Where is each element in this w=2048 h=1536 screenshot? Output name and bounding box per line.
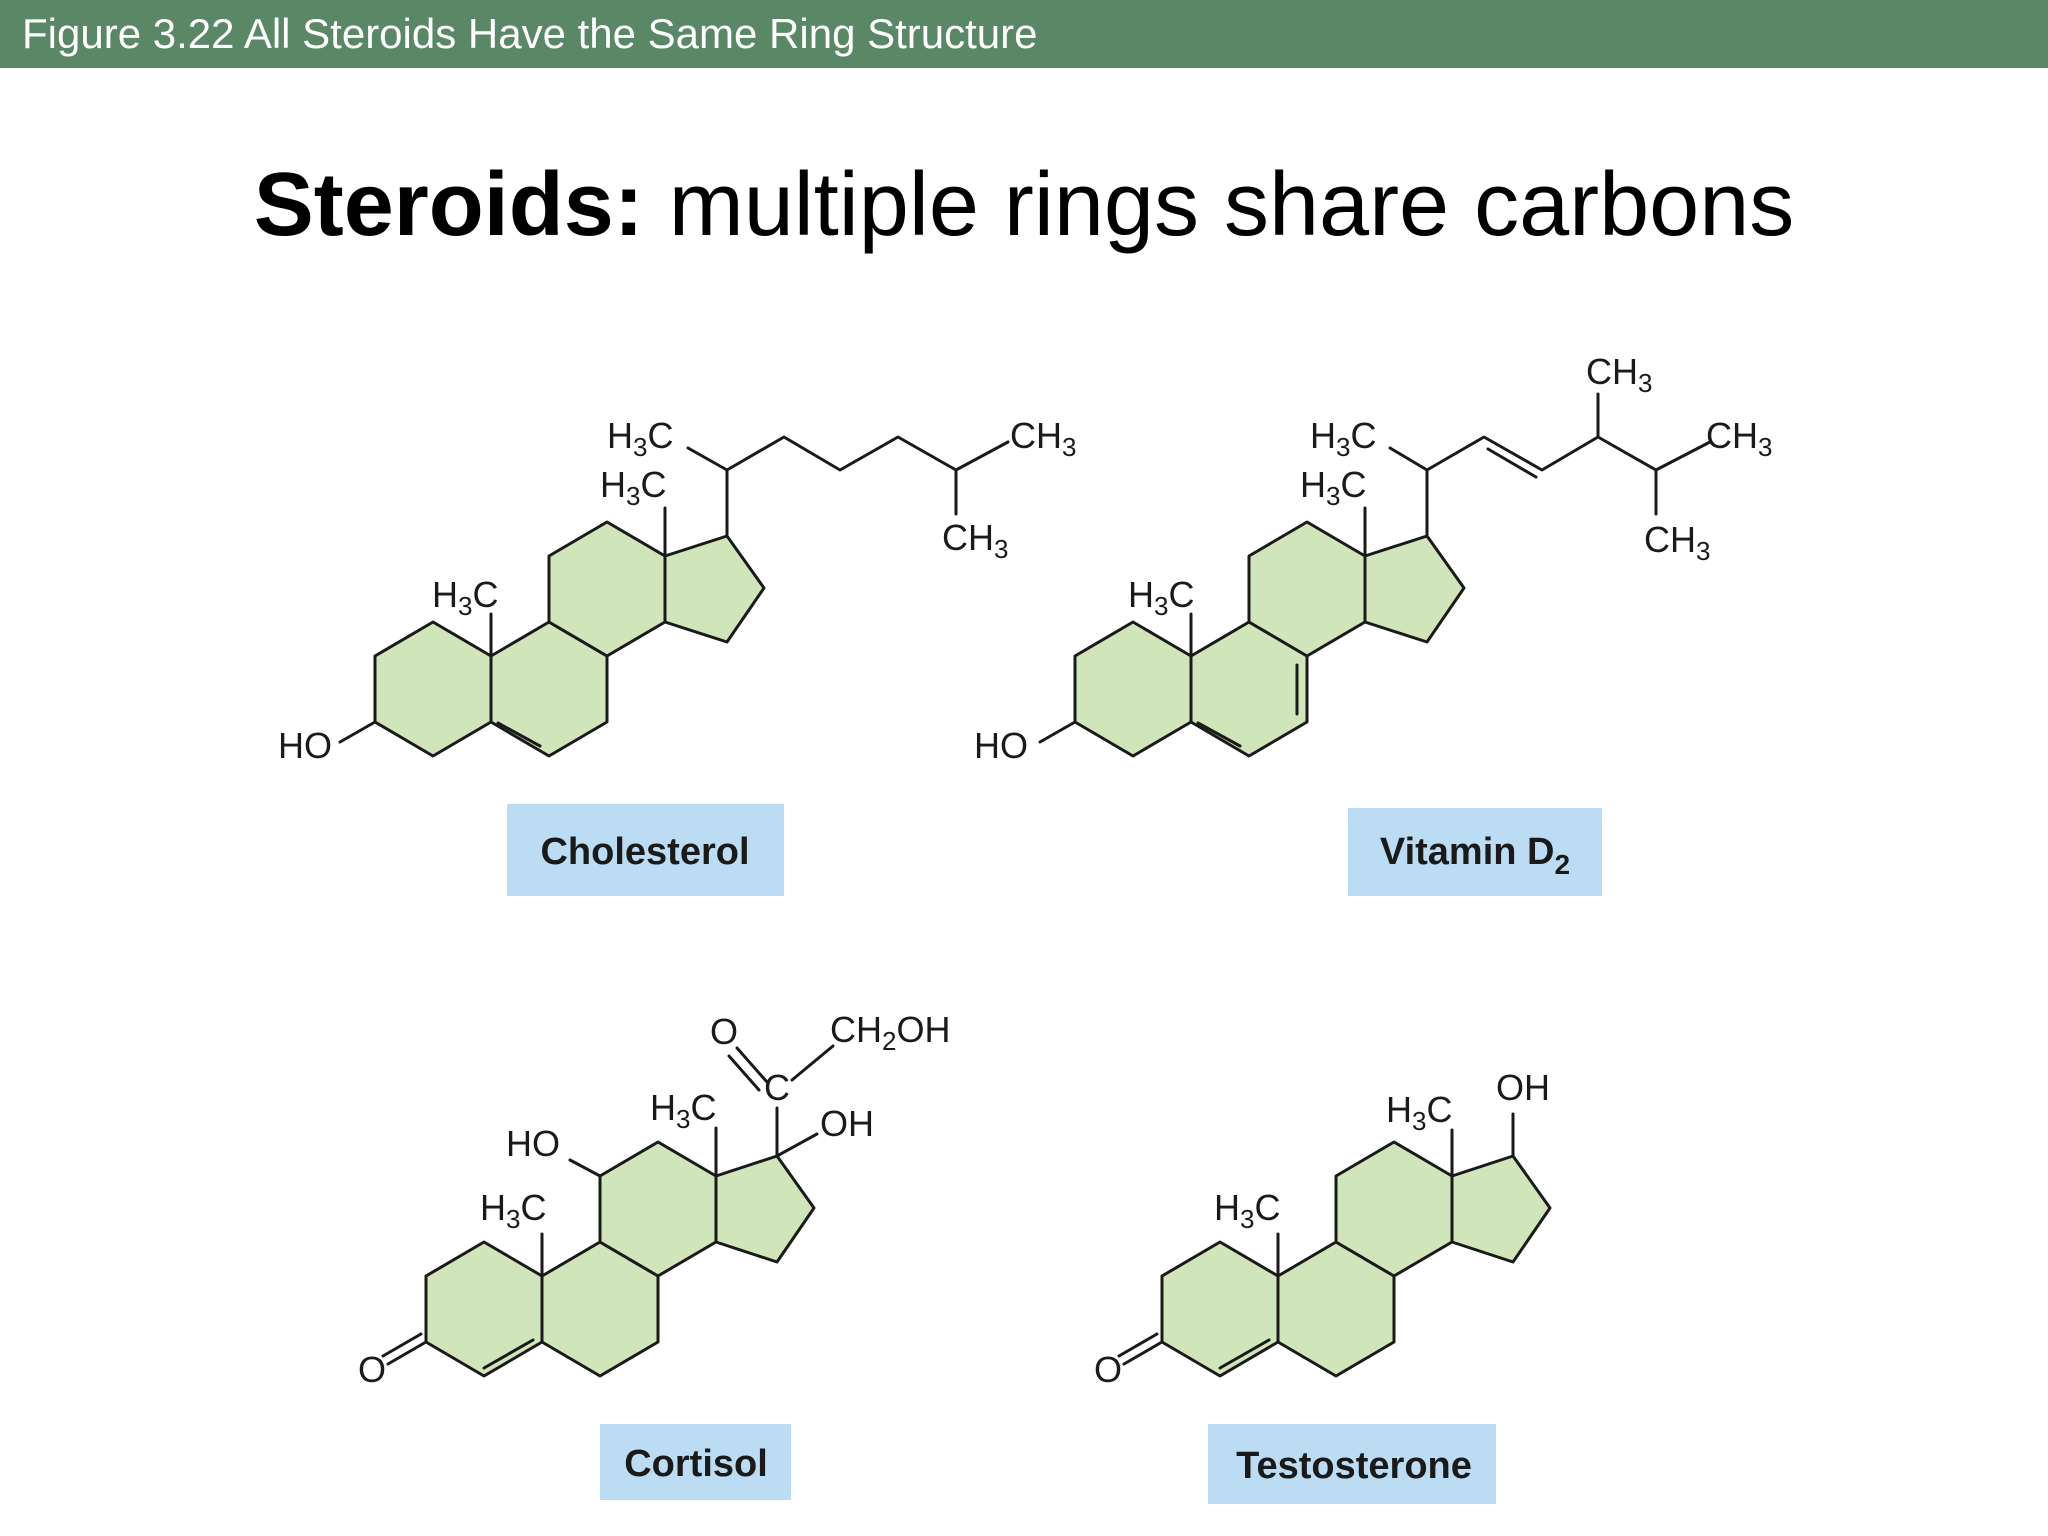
testosterone-h3c-label-18: H3C: [1386, 1089, 1452, 1136]
cortisol-ring-d: [714, 1154, 816, 1264]
cholesterol-ring-a: [373, 620, 493, 758]
cholesterol-h3c-label-18: H3C: [600, 464, 666, 511]
cholesterol-ch3-label-27: CH3: [942, 517, 1008, 564]
vitamin-d2-h3c-label-21: H3C: [1310, 415, 1376, 462]
testosterone-label-box: [1208, 1424, 1496, 1504]
cortisol-ho-label: HO: [506, 1123, 560, 1164]
cholesterol-ring-d: [663, 534, 766, 644]
vitamin-d2-ch3-label-top: CH3: [1586, 351, 1652, 398]
slide-title: Steroids: multiple rings share carbons: [0, 150, 2048, 260]
cholesterol-side-methyl-bond: [686, 446, 729, 472]
cortisol-double-bond: [482, 1338, 535, 1370]
cortisol-hydroxyl-bond-11: [568, 1158, 602, 1178]
cortisol-o-ketone-label: O: [358, 1349, 386, 1390]
cortisol-ch2oh-label: CH2OH: [830, 1009, 950, 1056]
vitamin-d2-label-box: [1348, 808, 1602, 896]
vitamin-d2-ho-label: HO: [974, 725, 1028, 766]
cholesterol-ch3-label-26: CH3: [1010, 415, 1076, 462]
cortisol-ch2oh-text: CH2OH: [830, 1009, 950, 1056]
cortisol-c-label: C: [764, 1067, 790, 1108]
cortisol-oh-label: OH: [820, 1103, 874, 1144]
cortisol-label-box: [600, 1424, 791, 1500]
testosterone-ketone-bond-2: [1117, 1332, 1159, 1358]
cholesterol-double-bond: [496, 721, 542, 748]
cortisol-h3c-label-18: H3C: [650, 1087, 716, 1134]
testosterone-ketone-bond-1: [1122, 1340, 1164, 1366]
cholesterol-structure: HO H3C H3C H3C CH3 CH3 Cholesterol: [278, 415, 1076, 896]
cholesterol-label-box: [507, 804, 784, 896]
cholesterol-ho-bond: [338, 720, 377, 744]
cortisol-ketone-bond-2: [381, 1332, 423, 1358]
slide-title-bold: Steroids:: [253, 155, 644, 255]
cortisol-ring-a: [424, 1240, 544, 1378]
vitamin-d2-label: Vitamin D2: [1380, 831, 1570, 880]
vitamin-d2-structure: HO H3C H3C H3C CH3 CH3 CH3 Vitamin D2: [974, 351, 1772, 896]
testosterone-double-bond: [1218, 1338, 1271, 1370]
cortisol-carbonyl-bond-1: [735, 1046, 769, 1084]
vitamin-d2-ring-d: [1363, 534, 1466, 644]
cholesterol-h3c-label-19: H3C: [432, 574, 498, 621]
vitamin-d2-side-methyl-bond: [1388, 446, 1429, 472]
figure-caption: Figure 3.22 All Steroids Have the Same R…: [22, 10, 1038, 57]
slide-title-rest: multiple rings share carbons: [643, 155, 1795, 255]
cortisol-ch2oh-bond: [790, 1044, 835, 1082]
cortisol-ketone-bond-1: [386, 1340, 428, 1366]
testosterone-h3c-label-19: H3C: [1214, 1187, 1280, 1234]
cortisol-o-carbonyl-label: O: [710, 1011, 738, 1052]
vitamin-d2-ch3-label-bottom: CH3: [1644, 519, 1710, 566]
cortisol-carbonyl-bond-2: [727, 1054, 761, 1092]
cortisol-h3c-label-19: H3C: [480, 1187, 546, 1234]
cortisol-structure: O O C CH2OH OH HO H3C H3C Cortisol: [358, 1009, 950, 1500]
vitamin-d2-h3c-label-18: H3C: [1300, 464, 1366, 511]
cortisol-oh-bond-17: [775, 1132, 819, 1158]
vitamin-d2-label-main: Vitamin D: [1380, 831, 1555, 873]
cholesterol-ho-label: HO: [278, 725, 332, 766]
header-bar: Figure 3.22 All Steroids Have the Same R…: [0, 0, 2048, 68]
testosterone-ring-d: [1450, 1154, 1552, 1264]
vitamin-d2-ho-bond: [1038, 720, 1077, 744]
vitamin-d2-side-double-bond: [1486, 447, 1538, 479]
cholesterol-label: Cholesterol: [540, 831, 749, 873]
testosterone-label: Testosterone: [1236, 1445, 1472, 1487]
cholesterol-h3c-label-21: H3C: [607, 415, 673, 462]
testosterone-ring-a: [1160, 1240, 1280, 1378]
vitamin-d2-h3c-label-19: H3C: [1128, 574, 1194, 621]
testosterone-structure: O OH H3C H3C Testosterone: [1094, 1067, 1552, 1504]
testosterone-oh-label: OH: [1496, 1067, 1550, 1108]
vitamin-d2-ch3-label-right: CH3: [1706, 415, 1772, 462]
vitamin-d2-label-subscript: 2: [1554, 849, 1570, 880]
testosterone-o-ketone-label: O: [1094, 1349, 1122, 1390]
vitamin-d2-double-bond-1: [1196, 721, 1242, 748]
cortisol-label: Cortisol: [624, 1443, 768, 1485]
vitamin-d2-ring-a: [1073, 620, 1193, 758]
